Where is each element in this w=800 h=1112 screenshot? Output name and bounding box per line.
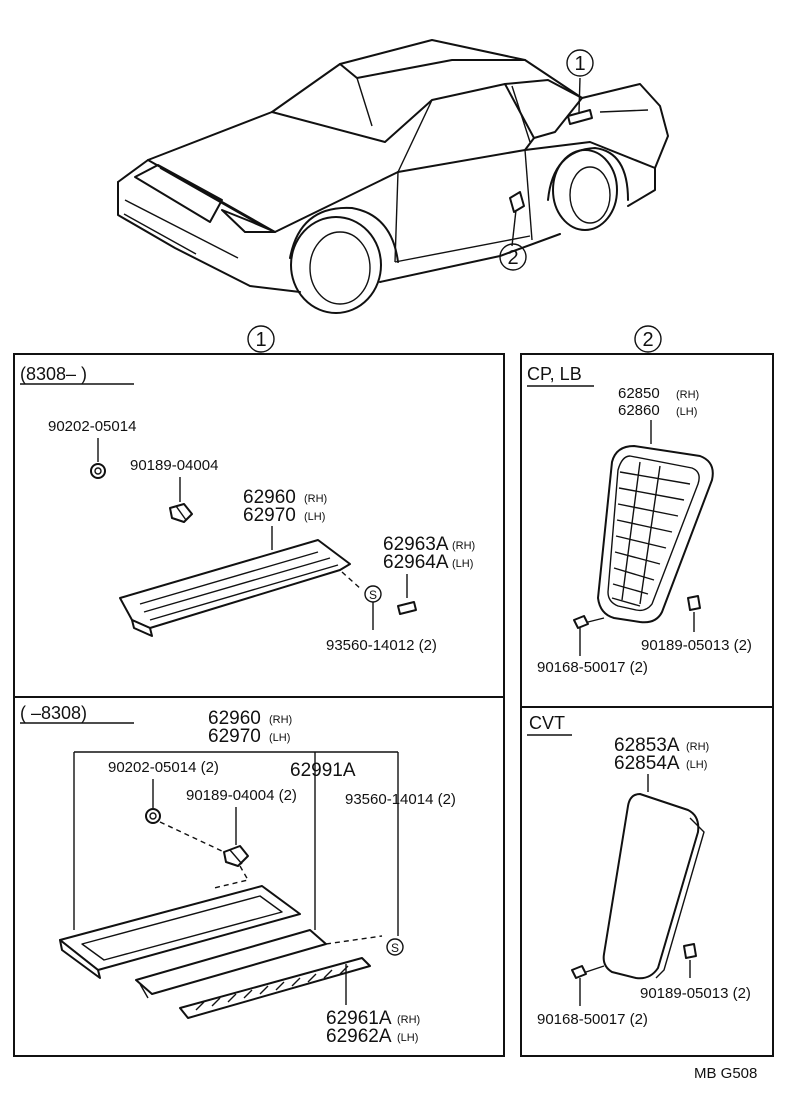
callout-1-top: 1 [566,49,594,77]
lh-tag: (LH) [452,558,473,570]
new-panel-rh-number: 62960 [243,487,296,508]
screw-symbol-new: S [364,585,382,603]
lh-tag: (LH) [676,406,697,418]
old-nut-part-number: 90202-05014 (2) [108,759,219,776]
upper-panel-old [59,885,301,979]
old-louver-rh-number: 62961A [326,1008,392,1029]
new-retainer-rh-number: 62963A [383,534,449,555]
new-nut-part-number: 90202-05014 [48,418,136,435]
old-panel-rh-number: 62960 [208,708,261,729]
clip-icon [169,503,193,523]
new-panel-lh-number: 62970 [243,505,296,526]
rh-tag: (RH) [269,714,292,726]
section-2-cvt-label: CVT [529,713,565,733]
rh-tag: (RH) [452,540,475,552]
section-1-new-label: (8308– ) [20,364,87,384]
nut-icon [90,463,106,479]
side-louver-cp [597,445,714,624]
cp-screw-icon [573,615,605,629]
cp-clip-part-number: 90189-05013 (2) [641,637,752,654]
old-clip-part-number: 90189-04004 (2) [186,787,297,804]
old-louver-lh-number: 62962A [326,1026,392,1047]
side-cover-cvt [602,793,705,980]
lh-tag: (LH) [269,732,290,744]
svg-text:1: 1 [255,329,266,351]
rh-tag: (RH) [676,389,699,401]
cvt-part-lh-number: 62854A [614,753,680,774]
callout-2-section: 2 [634,325,662,353]
cp-part-lh-number: 62860 [618,402,660,419]
old-panel-lh-number: 62970 [208,726,261,747]
new-screw-part-number: 93560-14012 (2) [326,637,437,654]
cp-screw-part-number: 90168-50017 (2) [537,659,648,676]
rh-tag: (RH) [686,741,709,753]
old-grille-number: 62991A [290,760,356,781]
old-screw-part-number: 93560-14014 (2) [345,791,456,808]
upper-panel-new [119,539,351,637]
cp-clip-icon [687,595,701,611]
diagram-code: MB G508 [694,1065,757,1082]
lh-tag: (LH) [304,511,325,523]
louver-strip [179,957,371,1019]
cvt-screw-icon [571,965,605,979]
clip-icon [223,845,249,867]
svg-text:2: 2 [642,329,653,351]
cvt-clip-icon [683,943,697,959]
cp-part-rh-number: 62850 [618,385,660,402]
screw-symbol-old: S [386,938,404,956]
retainer-icon [397,601,417,615]
lh-tag: (LH) [686,759,707,771]
callout-1-section: 1 [247,325,275,353]
cvt-screw-part-number: 90168-50017 (2) [537,1011,648,1028]
rh-tag: (RH) [397,1014,420,1026]
section-2-cp-label: CP, LB [527,364,582,384]
cvt-clip-part-number: 90189-05013 (2) [640,985,751,1002]
rh-tag: (RH) [304,493,327,505]
cvt-part-rh-number: 62853A [614,735,680,756]
section-1-old-label: ( –8308) [20,703,87,723]
svg-text:S: S [391,941,399,955]
nut-icon [145,808,161,824]
new-retainer-lh-number: 62964A [383,552,449,573]
section-2-box [520,353,774,1057]
new-clip-part-number: 90189-04004 [130,457,218,474]
svg-text:2: 2 [507,247,518,269]
svg-text:S: S [369,588,377,602]
section-1-box [13,353,505,1057]
lh-tag: (LH) [397,1032,418,1044]
callout-2-top: 2 [499,243,527,271]
svg-text:1: 1 [574,53,585,75]
car-illustration [117,39,669,314]
